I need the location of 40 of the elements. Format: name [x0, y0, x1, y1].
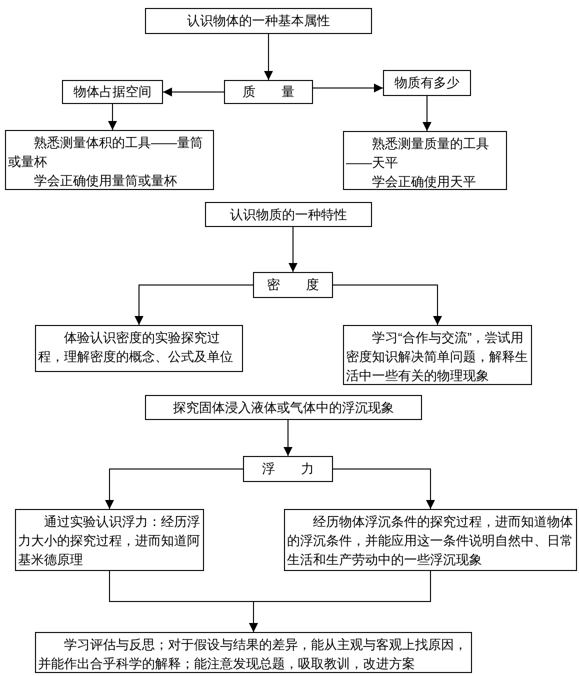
box-text: 学习评估与反思；对于假设与结果的差异，能从主观与客观上找原因，并能作出合乎科学的解释；能注意发现总题，吸取教训，改进方案 — [38, 636, 468, 673]
arrow — [312, 84, 384, 92]
box-text: 认识物体的一种基本属性 — [187, 12, 330, 30]
arrow — [134, 284, 254, 326]
process-box — [145, 395, 422, 420]
box-text: 认识物质的一种特性 — [230, 206, 347, 224]
arrow — [162, 88, 224, 96]
box-text: 质 量 — [242, 83, 294, 101]
box-text: 物体占据空间 — [74, 83, 152, 101]
box-text: 经历物体浮沉条件的探究过程，进而知道物体的浮沉条件，并能应用这一条件说明自然中、日常生活和生产劳动中的一些浮沉现象 — [287, 513, 574, 569]
arrow — [105, 468, 244, 510]
process-box — [343, 131, 507, 190]
box-text: 熟悉测量体积的工具——量筒或量杯 — [8, 134, 204, 171]
box-text: 探究固体浸入液体或气体中的浮沉现象 — [173, 398, 394, 416]
arrow — [284, 420, 292, 456]
box-text: 熟悉测量质量的工具——天平 — [346, 135, 490, 172]
process-box — [145, 8, 372, 34]
box-text: 浮 力 — [262, 460, 314, 478]
box-text: 体验认识密度的实验探究过程，理解密度的概念、公式及单位 — [38, 329, 234, 366]
box-text: 学会正确使用天平 — [371, 173, 477, 191]
arrow — [108, 104, 117, 130]
arrow — [264, 34, 273, 80]
arrow — [288, 226, 298, 272]
process-box — [243, 456, 333, 482]
process-box — [62, 80, 163, 104]
box-text: 物质有多少 — [394, 74, 460, 92]
arrow — [422, 96, 432, 132]
process-box — [5, 130, 214, 190]
box-text: 通过实验认识浮力：经历浮力大小的探究过程，进而知道阿基米德原理 — [18, 513, 201, 569]
process-box — [205, 202, 372, 227]
arrow — [249, 570, 431, 632]
process-box — [224, 80, 313, 104]
process-box — [253, 272, 333, 298]
box-text: 学会正确使用量筒或量杯 — [33, 172, 178, 190]
box-text: 学习“合作与交流”，尝试用密度知识解决简单问题，解释生活中一些有关的物理现象 — [346, 329, 529, 385]
arrow — [332, 468, 435, 510]
process-box — [35, 325, 243, 372]
box-text: 密 度 — [267, 276, 319, 294]
arrow — [332, 284, 442, 326]
process-box — [383, 70, 471, 96]
